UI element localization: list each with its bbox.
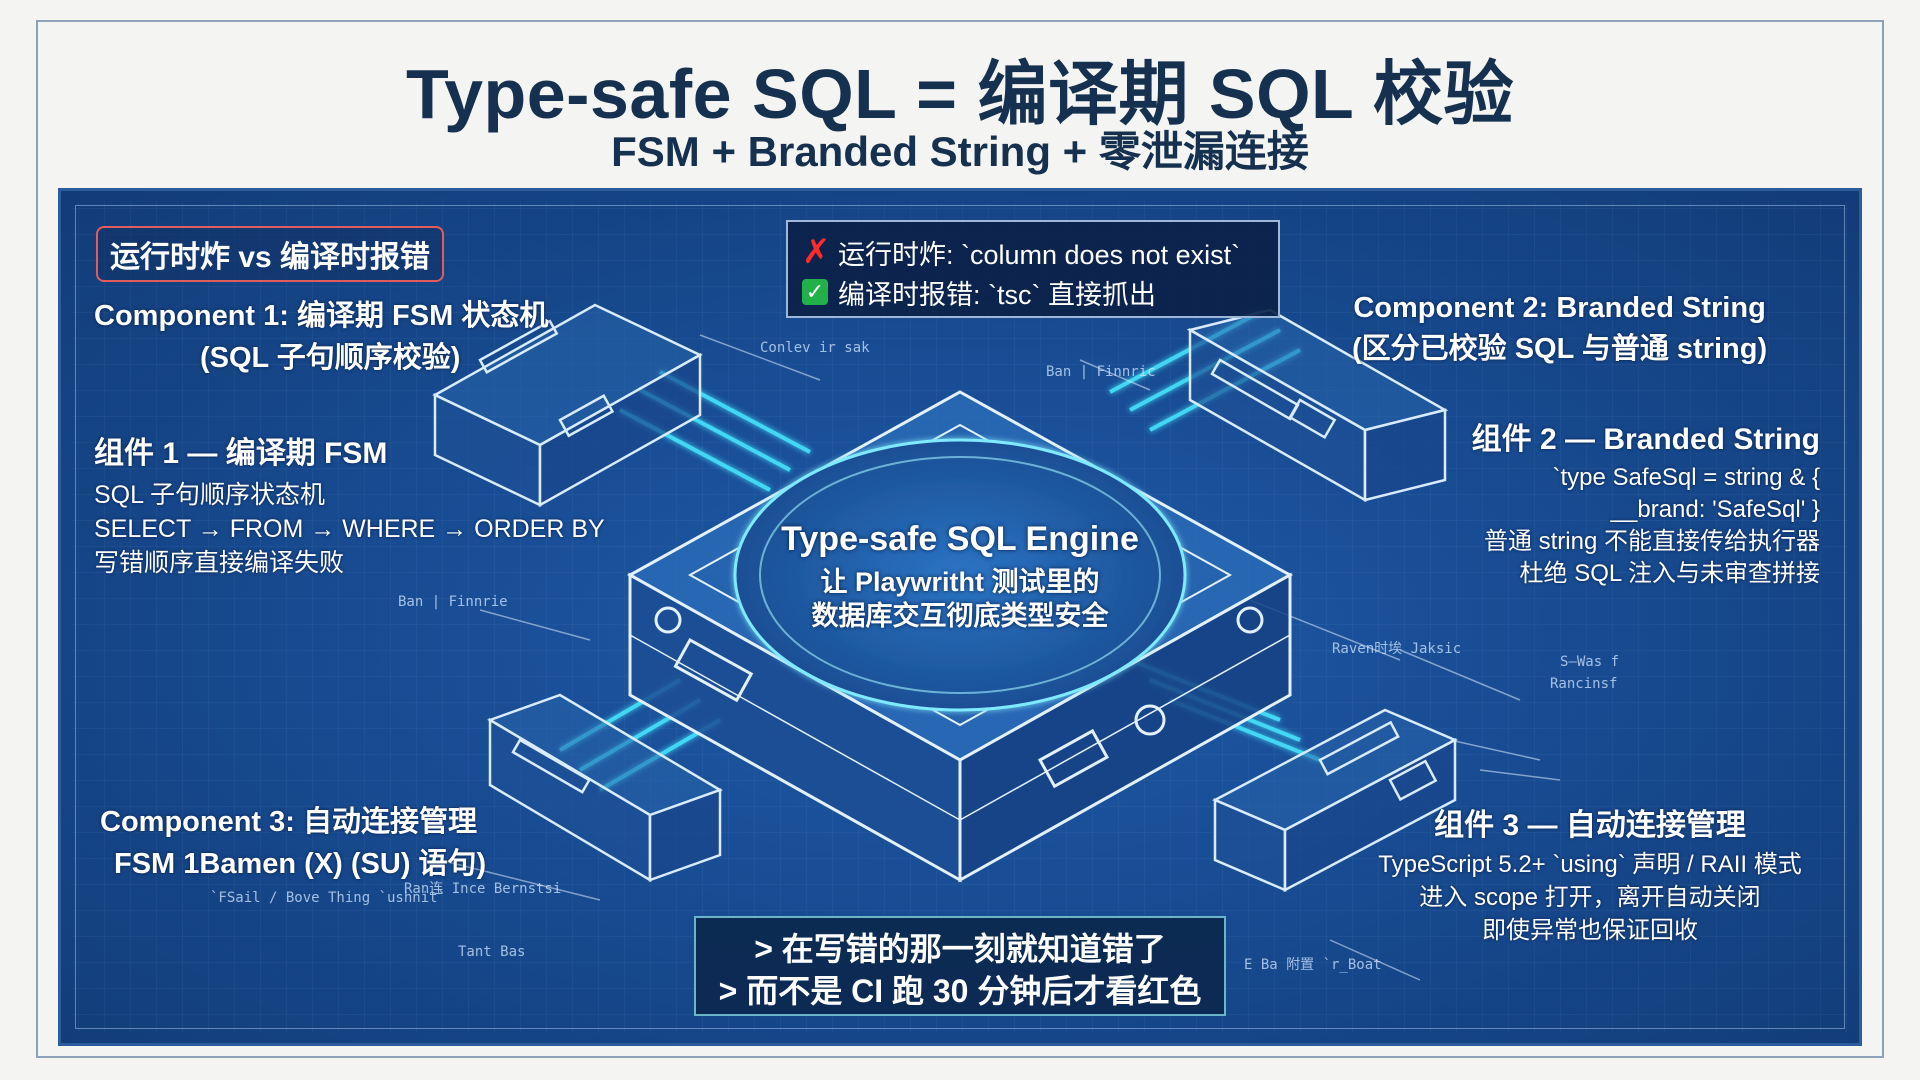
sketch-label: Ran连 Ince Bernstsi: [404, 881, 562, 897]
component3-annotation: Component 3: 自动连接管理 FSM 1Bamen (X) (SU) …: [100, 798, 486, 882]
sketch-label: Conlev ir sak: [760, 340, 870, 356]
group1-line: 写错顺序直接编译失败: [94, 549, 345, 577]
sketch-label: `FSail / Bove Thing `ushnit`: [210, 890, 447, 906]
engine-label: Type-safe SQL Engine 让 Playwritht 测试里的 数…: [0, 520, 1920, 633]
green-check-icon: ✓: [802, 279, 828, 305]
page-subtitle: FSM + Branded String + 零泄漏连接: [611, 128, 1309, 175]
group2-line: __brand: 'SafeSql' }: [1610, 496, 1820, 523]
component2-annotation: Component 2: Branded String (区分已校验 SQL 与…: [1352, 292, 1767, 367]
sketch-label: Rancinsf: [1550, 676, 1618, 692]
sketch-lines: [439, 334, 1561, 981]
runtime-error-text: 运行时炸: `column does not exist`: [838, 239, 1241, 270]
module-bottom-right: [1212, 708, 1458, 893]
sketch-label: E Ba 附置 `r_Boat: [1244, 957, 1382, 973]
compile-error-row: ✓ 编译时报错: `tsc` 直接抓出: [802, 272, 1264, 312]
red-x-icon: ✗: [802, 233, 831, 271]
group3-line: 进入 scope 打开，离开自动关闭: [1419, 884, 1761, 911]
component3-sub: FSM 1Bamen (X) (SU) 语句): [114, 848, 487, 880]
page-title: Type-safe SQL = 编译期 SQL 校验: [406, 55, 1514, 133]
group3-line: TypeScript 5.2+ `using` 声明 / RAII 模式: [1378, 851, 1802, 878]
group2-line: 杜绝 SQL 注入与未审查拼接: [1519, 560, 1820, 587]
group3-annotation: 组件 3 — 自动连接管理 TypeScript 5.2+ `using` 声明…: [1340, 800, 1840, 947]
component2-sub: (区分已校验 SQL 与普通 string): [1352, 333, 1768, 365]
group3-heading: 组件 3 — 自动连接管理: [1434, 809, 1746, 842]
outer-frame: [36, 20, 1884, 1058]
component1-sub: (SQL 子句顺序校验): [200, 342, 461, 374]
group3-line: 即使异常也保证回收: [1482, 917, 1698, 944]
error-comparison-box: ✗ 运行时炸: `column does not exist` ✓ 编译时报错:…: [786, 220, 1280, 318]
sketch-label: Ban | Finnrie: [398, 594, 508, 610]
group1-line: SQL 子句顺序状态机: [94, 481, 326, 509]
engine-line: 让 Playwritht 测试里的: [820, 567, 1100, 597]
group2-annotation: 组件 2 — Branded String `type SafeSql = st…: [1440, 414, 1820, 590]
engine-core: [626, 390, 1294, 883]
terminal-line: > 而不是 CI 跑 30 分钟后才看红色: [718, 973, 1202, 1009]
group1-line: SELECT → FROM → WHERE → ORDER BY: [94, 515, 605, 543]
engine-title: Type-safe SQL Engine: [781, 520, 1139, 558]
component1-heading: Component 1: 编译期 FSM 状态机: [94, 300, 549, 332]
runtime-vs-compile-tag: 运行时炸 vs 编译时报错: [96, 226, 445, 282]
sketch-label: Ban | Finnric: [1046, 364, 1156, 380]
group1-heading: 组件 1 — 编译期 FSM: [94, 437, 388, 470]
terminal-line: > 在写错的那一刻就知道错了: [754, 931, 1166, 967]
sketch-label: S—Was f: [1560, 654, 1620, 670]
terminal-box: > 在写错的那一刻就知道错了 > 而不是 CI 跑 30 分钟后才看红色: [694, 916, 1226, 1016]
engine-line: 数据库交互彻底类型安全: [811, 601, 1109, 631]
sketch-label: Tant Bas: [458, 944, 526, 960]
module-bottom-left: [487, 693, 723, 883]
component1-annotation: Component 1: 编译期 FSM 状态机 (SQL 子句顺序校验): [94, 292, 548, 376]
runtime-error-row: ✗ 运行时炸: `column does not exist`: [802, 232, 1264, 272]
compile-error-text: 编译时报错: `tsc` 直接抓出: [838, 279, 1156, 310]
group2-line: 普通 string 不能直接传给执行器: [1483, 528, 1820, 555]
group2-heading: 组件 2 — Branded String: [1471, 423, 1820, 456]
group1-annotation: 组件 1 — 编译期 FSM SQL 子句顺序状态机 SELECT → FROM…: [94, 428, 605, 580]
sketch-label: Raven时埃 Jaksic: [1332, 641, 1462, 657]
group2-line: `type SafeSql = string & {: [1552, 464, 1820, 491]
component2-heading: Component 2: Branded String: [1353, 292, 1766, 324]
module-top-left: [432, 303, 703, 508]
component3-heading: Component 3: 自动连接管理: [100, 806, 477, 838]
